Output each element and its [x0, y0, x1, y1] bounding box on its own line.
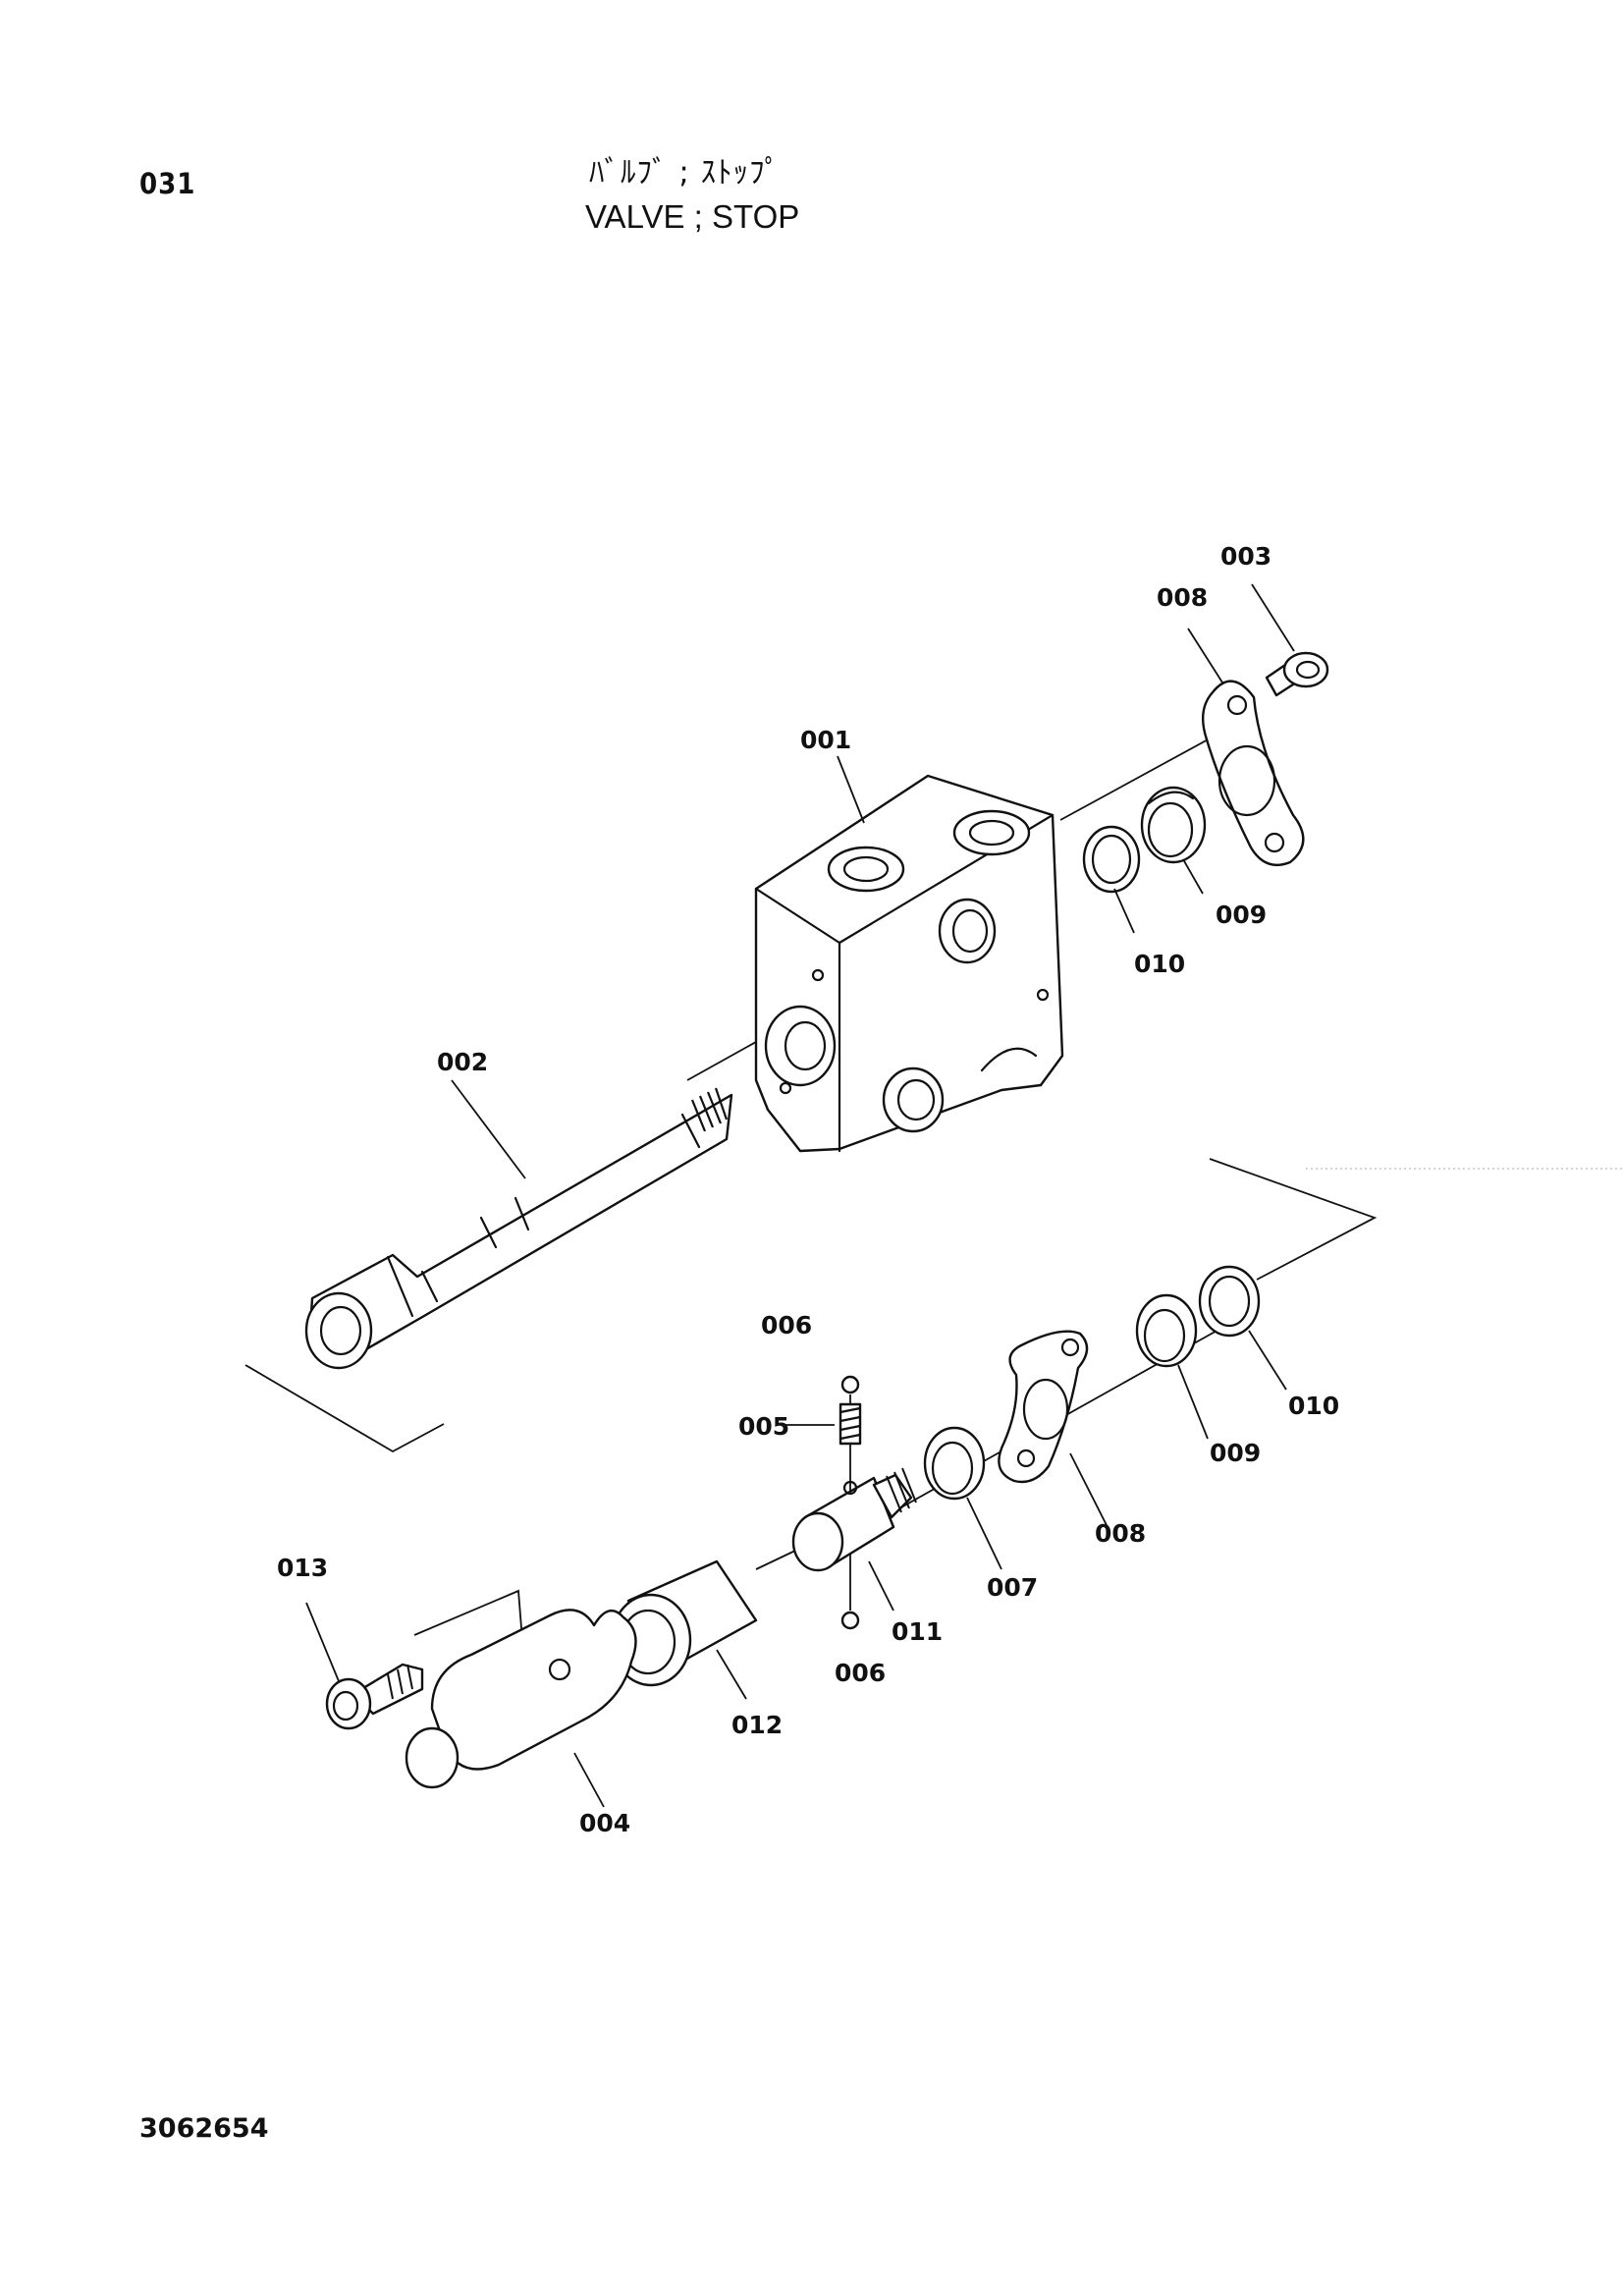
callout-005: 005	[738, 1412, 789, 1441]
callout-010-upper: 010	[1134, 950, 1185, 978]
part-010-ring-upper	[1082, 825, 1141, 894]
callout-002: 002	[437, 1048, 488, 1076]
callout-001: 001	[800, 726, 851, 754]
part-008-cover-upper	[1201, 680, 1305, 867]
callout-labels: 001 002 003 008 009 010 010 009 008 007 …	[277, 542, 1339, 1837]
part-011-plunger	[791, 1467, 917, 1572]
callout-008-lower: 008	[1095, 1519, 1146, 1548]
part-002-spool	[304, 1087, 733, 1370]
callout-004: 004	[579, 1809, 630, 1837]
part-005-spring	[839, 1402, 862, 1446]
callout-009-upper: 009	[1216, 901, 1267, 929]
title-english: VALVE ; STOP	[585, 198, 800, 235]
part-008-cover-lower	[998, 1330, 1089, 1484]
part-010-ring-lower	[1198, 1265, 1261, 1338]
callout-010-lower: 010	[1288, 1392, 1339, 1420]
part-003-plug	[1265, 651, 1329, 697]
part-009-ring-upper	[1140, 786, 1207, 864]
drawing-number: 3062654	[139, 2113, 269, 2144]
title-japanese: ﾊﾞﾙﾌﾞ ; ｽﾄｯﾌﾟ	[589, 155, 782, 191]
part-006-ball-top	[840, 1375, 860, 1394]
sheet-number: 031	[139, 167, 196, 200]
callout-009-lower: 009	[1210, 1439, 1261, 1467]
callout-012: 012	[731, 1711, 783, 1739]
callout-007: 007	[987, 1573, 1038, 1602]
callout-003: 003	[1220, 542, 1271, 571]
callout-011: 011	[892, 1617, 943, 1646]
callout-006-top: 006	[761, 1311, 812, 1339]
part-007-ring	[923, 1426, 986, 1501]
callout-006-bottom: 006	[835, 1659, 886, 1687]
part-004-cap	[405, 1609, 637, 1789]
callout-013: 013	[277, 1554, 328, 1582]
part-009-ring-lower	[1135, 1293, 1198, 1368]
part-006-ball-bottom	[840, 1611, 860, 1630]
callout-008-upper: 008	[1157, 583, 1208, 612]
part-013-bolt	[325, 1663, 424, 1730]
leader-lines	[305, 583, 1295, 1808]
part-001-valve-body	[754, 774, 1064, 1153]
part-012-sleeve	[610, 1559, 758, 1687]
